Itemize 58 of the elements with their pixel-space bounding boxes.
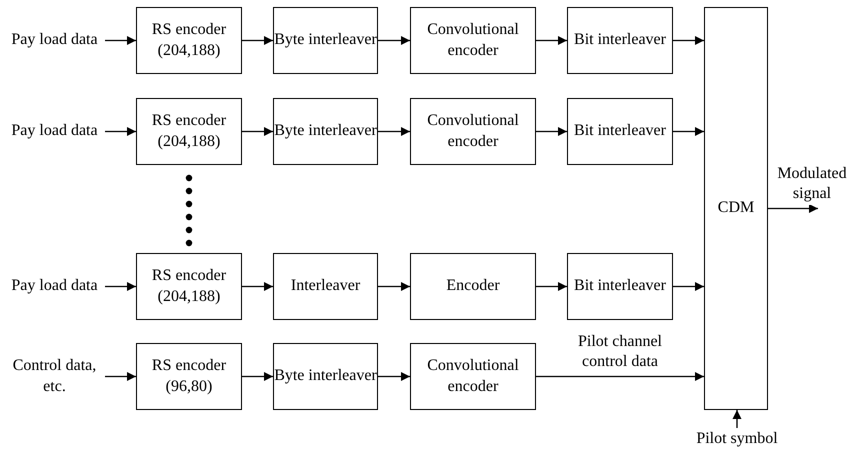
block-label: RS encoder (204,188) — [150, 20, 228, 60]
block-label: Convolutional encoder — [426, 356, 520, 396]
block-label: Bit interleaver — [574, 121, 666, 142]
arrow — [768, 204, 818, 213]
signal-label: Control data, etc. — [4, 356, 105, 398]
multiplexer-block — [704, 7, 768, 410]
process-block — [273, 343, 378, 410]
arrow — [378, 36, 410, 45]
block-label: Interleaver — [290, 276, 360, 296]
block-label: Bit interleaver — [574, 276, 666, 296]
arrow — [378, 372, 410, 381]
arrow — [242, 36, 273, 45]
block-label: RS encoder (96,80) — [150, 356, 228, 396]
process-block — [410, 98, 536, 165]
arrow — [242, 282, 273, 291]
arrow — [378, 282, 410, 291]
process-block — [136, 343, 242, 410]
process-block — [273, 98, 378, 165]
arrow — [242, 372, 273, 381]
process-block — [567, 253, 673, 320]
block-label: Byte interleaver — [274, 121, 377, 142]
process-block — [410, 7, 536, 74]
process-block — [136, 7, 242, 74]
arrow — [536, 372, 704, 381]
block-label: Convolutional encoder — [426, 110, 520, 152]
arrow — [242, 127, 273, 136]
signal-label: Pilot symbol — [696, 428, 778, 450]
process-block — [273, 253, 378, 320]
process-block — [410, 343, 536, 410]
arrow — [536, 127, 567, 136]
arrow — [105, 127, 136, 136]
process-block — [273, 7, 378, 74]
signal-label: Pay load data — [11, 121, 98, 142]
arrow — [673, 282, 704, 291]
arrow — [673, 36, 704, 45]
block-label: CDM — [718, 198, 754, 218]
process-block — [567, 7, 673, 74]
arrow — [378, 127, 410, 136]
block-label: Encoder — [446, 276, 500, 296]
block-label: Convolutional encoder — [426, 20, 520, 60]
process-block — [136, 98, 242, 165]
process-block — [567, 98, 673, 165]
arrow — [732, 410, 742, 428]
process-block — [136, 253, 242, 320]
signal-label: Pay load data — [11, 276, 98, 297]
block-label: RS encoder (204,188) — [150, 110, 228, 152]
block-label: Byte interleaver — [274, 366, 377, 386]
block-label: RS encoder (204,188) — [150, 266, 228, 306]
arrow — [105, 372, 136, 381]
signal-label: Pay load data — [11, 30, 98, 51]
arrow — [673, 127, 704, 136]
block-label: Bit interleaver — [574, 30, 666, 50]
arrow — [536, 36, 567, 45]
arrow — [105, 36, 136, 45]
process-block — [410, 253, 536, 320]
block-label: Byte interleaver — [274, 30, 377, 50]
arrow — [105, 282, 136, 291]
arrow — [536, 282, 567, 291]
